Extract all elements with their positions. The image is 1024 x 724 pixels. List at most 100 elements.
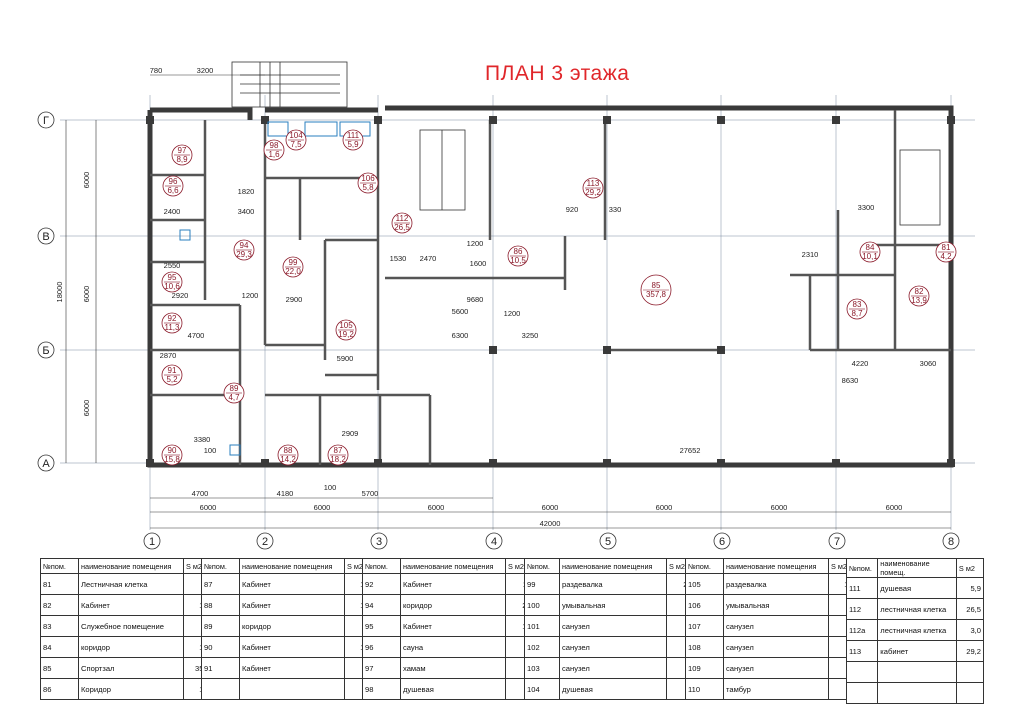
room-area-cell: 26,5	[955, 598, 985, 620]
room-name-cell: Кабинет	[400, 573, 506, 595]
room-num-cell: 107	[685, 615, 724, 637]
dim-inner: 2550	[164, 261, 181, 270]
room-name-cell	[877, 661, 957, 683]
room-area-cell: 29,2	[955, 640, 985, 662]
room-name-cell: тамбур	[723, 678, 829, 700]
room-num-cell: 105	[685, 573, 724, 595]
room-name-cell: коридор	[239, 615, 345, 637]
dim-span: 6000	[82, 286, 91, 303]
dim-inner: 100	[204, 446, 217, 455]
legend-row: 98душевая1,6	[362, 678, 540, 700]
room-num-cell: 89	[201, 615, 240, 637]
dim-inner: 5900	[337, 354, 354, 363]
legend-header-name: наименование помещ.	[877, 558, 957, 578]
room-num-cell: 100	[524, 594, 560, 616]
dim-inner: 4180	[277, 489, 294, 498]
legend-row: 96сауна6,6	[362, 636, 540, 658]
room-area-cell	[955, 661, 985, 683]
legend-row: 88Кабинет14,2	[201, 594, 378, 616]
room-num-cell: 106	[685, 594, 724, 616]
room-area-cell: 3,0	[955, 619, 985, 641]
room-name-cell: Кабинет	[239, 636, 345, 658]
dim-span: 6000	[771, 503, 788, 512]
room-num-cell: 110	[685, 678, 724, 700]
room-name-cell: душевая	[877, 577, 957, 599]
room-area: 18,2	[330, 455, 346, 464]
inner-walls	[150, 110, 951, 465]
dim-inner: 2470	[420, 254, 437, 263]
room-num-cell: 91	[201, 657, 240, 679]
room-marker: 838,7	[846, 298, 868, 320]
room-number: 94	[240, 241, 249, 250]
room-name-cell: кабинет	[877, 640, 957, 662]
axis-label: А	[42, 458, 50, 470]
room-num-cell: 98	[362, 678, 401, 700]
room-area: 10,1	[862, 252, 878, 261]
dim-inner: 3060	[920, 359, 937, 368]
axis-label: 8	[948, 536, 954, 548]
axis-bubble-3	[370, 532, 388, 550]
room-name-cell	[239, 678, 345, 700]
sanitary-fixtures	[179, 121, 371, 456]
room-num-cell: 103	[524, 657, 560, 679]
room-num-cell: 92	[362, 573, 401, 595]
dim-inner: 3200	[197, 66, 214, 75]
room-num-cell: 86	[40, 678, 79, 700]
room-num-cell: 97	[362, 657, 401, 679]
room-number: 92	[168, 314, 177, 323]
room-number: 83	[853, 300, 862, 309]
axis-bubbles	[37, 111, 960, 550]
room-number: 95	[168, 273, 177, 282]
room-number: 113	[587, 179, 600, 188]
room-marker: 915,2	[161, 364, 183, 386]
dim-span: 6000	[200, 503, 217, 512]
room-number: 89	[230, 384, 239, 393]
room-num-cell: 99	[524, 573, 560, 595]
stairs-interior	[419, 129, 941, 226]
legend-header-row: №пом.наименование помещ.S м2	[845, 558, 985, 578]
dim-inner: 2400	[164, 207, 181, 216]
room-num-cell: 112а	[845, 619, 879, 641]
axis-label: 3	[376, 536, 382, 548]
dim-inner: 6300	[452, 331, 469, 340]
axis-label: Б	[42, 345, 49, 357]
room-name-cell: санузел	[723, 636, 829, 658]
room-marker: 894,7	[223, 382, 245, 404]
room-name-cell: санузел	[723, 615, 829, 637]
axis-label: 5	[605, 536, 611, 548]
dim-span: 6000	[886, 503, 903, 512]
legend-row: 105раздевалка19,2	[685, 573, 862, 595]
room-number: 88	[284, 446, 293, 455]
room-name-cell: раздевалка	[723, 573, 829, 595]
room-number: 96	[169, 177, 178, 186]
dim-inner: 920	[566, 205, 579, 214]
room-area: 22,0	[285, 267, 301, 276]
legend-row: 90Кабинет15,8	[201, 636, 378, 658]
room-name-cell: санузел	[559, 657, 667, 679]
dim-inner: 5700	[362, 489, 379, 498]
room-number: 86	[514, 247, 523, 256]
dim-inner: 27652	[680, 446, 701, 455]
room-name-cell: душевая	[559, 678, 667, 700]
dim-inner: 4700	[188, 331, 205, 340]
room-area: 29,3	[236, 250, 252, 259]
legend-header-num: №пом.	[201, 558, 240, 574]
legend-row: 100умывальная4,1	[524, 594, 701, 616]
room-name-cell: хамам	[400, 657, 506, 679]
axis-bubble-1	[143, 532, 161, 550]
room-area: 29,2	[585, 188, 601, 197]
